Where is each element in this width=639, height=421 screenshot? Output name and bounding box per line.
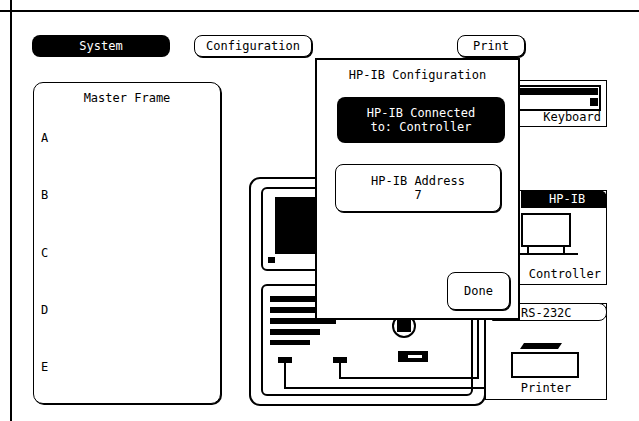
node-sublabel: Printer [486,381,606,395]
printer-body [512,353,578,377]
keyboard-keys [514,88,598,95]
controller-monitor [522,214,570,246]
keyboard-icon [512,86,600,110]
keyboard-keys [590,98,598,106]
node-label: HP-IB Address [371,174,465,188]
frame-edge [10,0,12,421]
node-label: HP-IB Configuration [317,68,518,82]
slot-letter: C [41,246,48,260]
field-button: HP-IB Address7 [335,164,501,212]
slot-letter: E [41,360,48,374]
printer-cable [285,362,485,388]
slot-letter: A [41,131,48,145]
connector [333,357,347,363]
node-label: Keyboard [543,110,601,124]
done-button: Done [447,272,510,310]
controller-base [516,246,578,254]
card-slot [270,340,310,345]
power-light [268,257,275,263]
toggle-button-active: HP-IB Connected to: Controller [337,97,505,143]
menu-button-active: System [32,35,170,57]
slot-letter: B [41,188,48,202]
slot-letter: D [41,303,48,317]
frame-edge [0,10,639,12]
menu-button: Print [457,35,525,57]
node-label: System [79,39,122,53]
node-sublabel: 7 [414,188,421,202]
menu-button: Configuration [194,35,312,57]
node-label: Configuration [206,39,300,53]
card-slot [270,329,320,335]
node-label: Master Frame [34,91,220,105]
config-dialog: HP-IB ConfigurationHP-IB Connected to: C… [315,58,520,320]
node-sublabel: Controller [529,267,601,281]
printer-paper [520,343,562,349]
disk-drive [398,351,428,362]
node-label: HP-IB Connected to: Controller [356,106,486,134]
master-frame-panel: Master FrameA B C D E [33,82,221,404]
node-label: Done [464,284,493,298]
knob-center [397,320,411,332]
node-label: HP-IB [521,190,607,208]
node-label: Print [473,39,509,53]
disk-slot [408,355,422,358]
connector [278,357,292,363]
